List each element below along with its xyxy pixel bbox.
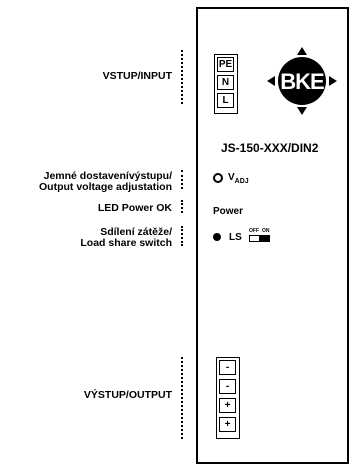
led-power-label: LED Power OK [97, 202, 172, 214]
output-terminal-block: - - + + [216, 357, 240, 439]
terminal-plus-1: + [219, 398, 236, 413]
input-terminal-block: PE N L [214, 54, 238, 114]
adjust-label: Jemné dostavenívýstupu/ Output voltage a… [39, 171, 172, 193]
power-label: Power [213, 206, 244, 217]
terminal-l: L [217, 93, 234, 108]
ls-indicator [213, 233, 221, 241]
logo-text: BKE [280, 69, 324, 94]
vadj-label-main: V [228, 172, 235, 183]
vadj-potentiometer[interactable] [213, 173, 223, 183]
adjust-label-line2: Output voltage adjustation [39, 181, 172, 193]
input-label: VSTUP/INPUT [102, 70, 172, 82]
terminal-minus-1: - [219, 360, 236, 375]
load-share-label-line2: Load share switch [80, 237, 172, 249]
vadj-label: VADJ [228, 172, 249, 185]
adjust-label-line1: Jemné dostavenívýstupu/ [43, 170, 172, 182]
terminal-n: N [217, 75, 234, 90]
ls-label: LS [229, 232, 242, 243]
model-name: JS-150-XXX/DIN2 [221, 141, 319, 155]
input-bracket [181, 50, 183, 104]
vadj-label-sub: ADJ [234, 178, 249, 185]
load-share-bracket [181, 226, 183, 246]
logo-arrows [267, 47, 337, 115]
load-share-switch[interactable] [249, 235, 270, 242]
terminal-pe: PE [217, 57, 234, 72]
adjust-bracket [181, 170, 183, 189]
output-bracket [181, 357, 183, 439]
load-share-label: Sdílení zátěže/ Load share switch [80, 227, 172, 249]
terminal-plus-2: + [219, 417, 236, 432]
bke-logo: BKE [267, 47, 337, 115]
switch-off-label: OFF [249, 228, 259, 234]
output-label: VÝSTUP/OUTPUT [83, 389, 172, 401]
switch-knob [259, 236, 269, 241]
switch-on-label: ON [262, 228, 270, 234]
logo-disc [278, 57, 326, 105]
load-share-label-line1: Sdílení zátěže/ [100, 226, 172, 238]
led-power-bracket [181, 200, 183, 213]
power-supply-module [196, 7, 349, 464]
terminal-minus-2: - [219, 379, 236, 394]
